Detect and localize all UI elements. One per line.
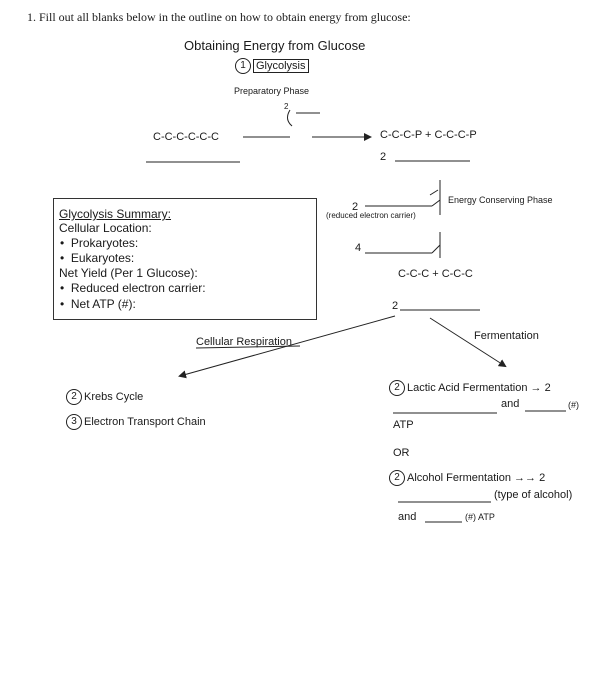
coefficient-two: 2 — [392, 300, 399, 312]
list-item: • Net ATP (#): — [60, 297, 136, 311]
list-item: • Eukaryotes: — [60, 251, 135, 265]
bullet: • — [60, 297, 65, 311]
glycolysis-summary-box: Glycolysis Summary: Cellular Location: •… — [53, 198, 317, 320]
step-number-badge: 2 — [389, 380, 405, 396]
hash-atp-label: (#) ATP — [465, 512, 495, 522]
cellular-location-label: Cellular Location: — [59, 221, 152, 235]
step-number-badge: 3 — [66, 414, 82, 430]
arrow-icon: →→ 2 — [514, 471, 546, 484]
hook-arrow — [431, 232, 441, 258]
small-coefficient: 2 — [284, 102, 289, 111]
hook-arrow — [429, 180, 441, 215]
preparatory-phase-label: Preparatory Phase — [234, 86, 310, 96]
energy-phase-label: Energy Conserving Phase — [448, 195, 553, 205]
curved-arrow — [287, 109, 293, 127]
atp-label: ATP — [393, 419, 414, 431]
and-label: and — [501, 398, 520, 410]
list-item: • Reduced electron carrier: — [60, 281, 206, 295]
bullet: • — [60, 281, 65, 295]
step-number-badge: 2 — [389, 470, 405, 486]
coefficient-two: 2 — [352, 201, 359, 213]
coefficient-two: 2 — [380, 151, 387, 163]
glycolysis-label: Glycolysis — [253, 58, 309, 73]
step-number-badge: 2 — [66, 389, 82, 405]
alcohol-type-label: (type of alcohol) — [494, 489, 573, 501]
and-label: and — [398, 511, 417, 523]
list-item: • Prokaryotes: — [60, 236, 139, 250]
net-yield-label: Net Yield (Per 1 Glucose): — [59, 266, 198, 280]
coefficient-four: 4 — [355, 242, 362, 254]
bullet: • — [60, 236, 65, 250]
reduced-carrier-label: (reduced electron carrier) — [326, 211, 416, 220]
fermentation-arrow — [429, 317, 507, 368]
or-label: OR — [393, 447, 410, 459]
split-products: C-C-C-P + C-C-C-P — [380, 129, 477, 141]
glucose-chain: C-C-C-C-C-C — [153, 131, 219, 143]
step-number-badge: 1 — [235, 58, 251, 74]
bullet: • — [60, 251, 65, 265]
fermentation-label: Fermentation — [474, 330, 539, 342]
underline — [195, 345, 301, 349]
arrow-icon: → 2 — [530, 381, 551, 394]
cellular-respiration-label: Cellular Respiration — [196, 336, 292, 348]
question-text: 1. Fill out all blanks below in the outl… — [27, 10, 411, 24]
summary-title: Glycolysis Summary: — [59, 207, 172, 221]
pyruvate-chain: C-C-C + C-C-C — [398, 268, 473, 280]
page-title: Obtaining Energy from Glucose — [184, 38, 366, 53]
hash-label: (#) — [568, 400, 579, 410]
